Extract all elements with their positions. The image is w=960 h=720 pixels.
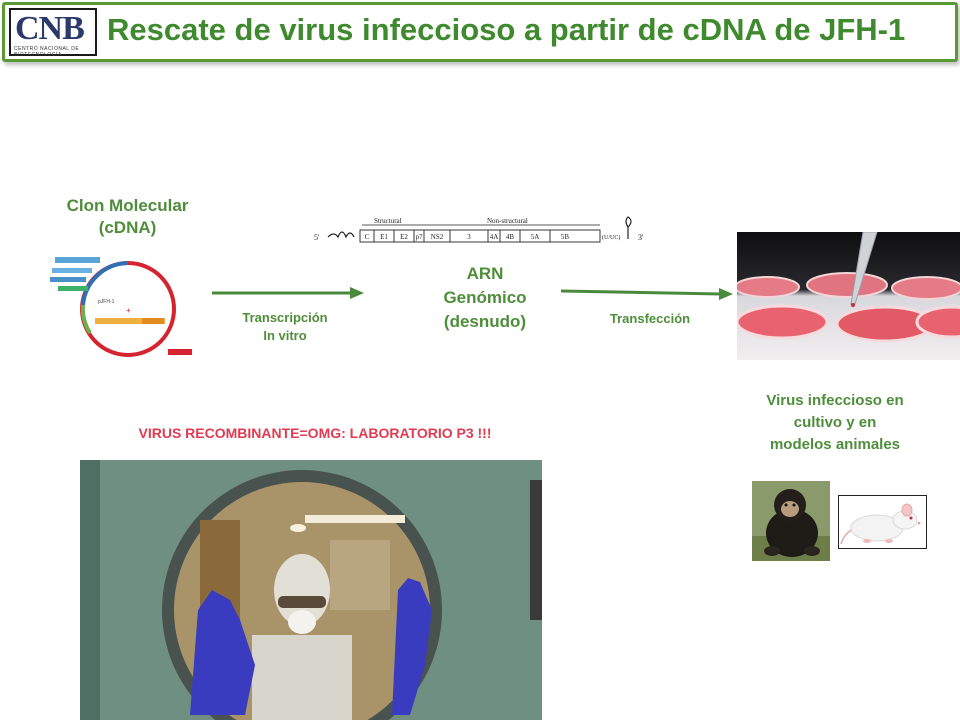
virus-line-1: Virus infeccioso en — [766, 392, 904, 409]
title-bar: CNB CENTRO NACIONAL DE BIOTECNOLOGÍA Res… — [2, 2, 958, 62]
clon-molecular-label: Clon Molecular (cDNA) — [40, 195, 215, 239]
genome-nonstructural-label: Non-structural — [487, 217, 528, 225]
genome-segment-p7: p7 — [416, 233, 424, 241]
slide-title: Rescate de virus infeccioso a partir de … — [107, 12, 906, 47]
clon-line-1: Clon Molecular — [66, 196, 189, 215]
genome-segment-e1: E1 — [380, 233, 388, 241]
genome-segment-ns2: NS2 — [431, 233, 444, 241]
p3-laboratory-photo — [80, 460, 542, 720]
transcripcion-line-2: In vitro — [263, 328, 307, 343]
cnb-logo: CNB CENTRO NACIONAL DE BIOTECNOLOGÍA — [9, 8, 97, 58]
mouse-photo — [838, 495, 927, 549]
genome-structural-label: Structural — [374, 217, 402, 225]
genome-segment-5a: 5A — [531, 233, 540, 241]
genome-three-prime: 3' — [638, 233, 644, 242]
arn-line-3: (desnudo) — [443, 312, 527, 331]
virus-line-2: cultivo y en — [793, 414, 877, 431]
transfeccion-label: Transfección — [609, 311, 691, 326]
svg-text:+: + — [126, 306, 131, 315]
genome-segment-c: C — [365, 233, 370, 241]
arn-line-2: Genómico — [443, 288, 527, 307]
plasmid-map-image: pJFH-1 + — [50, 257, 192, 357]
arn-genomico-label: ARN Genómico (desnudo) — [410, 262, 560, 334]
logo-subtext: CENTRO NACIONAL DE BIOTECNOLOGÍA — [14, 46, 80, 58]
genome-map-image: 5' Structural Non-structural (U/UC) 3' C… — [314, 216, 644, 243]
arrow-transfection — [561, 288, 733, 300]
arn-line-1: ARN — [466, 264, 504, 283]
genome-polyu: (U/UC) — [602, 234, 620, 241]
clon-line-2: (cDNA) — [98, 218, 157, 237]
genome-segment-5b: 5B — [561, 233, 570, 241]
chimpanzee-photo — [752, 481, 830, 561]
logo-text: CNB — [15, 10, 85, 47]
genome-segment-3: 3 — [467, 233, 471, 241]
svg-text:pJFH-1: pJFH-1 — [98, 299, 115, 305]
arrow-transcription — [212, 287, 364, 299]
genome-segment-4b: 4B — [506, 233, 515, 241]
transcripcion-label: Transcripción In vitro — [215, 309, 355, 345]
genome-five-prime: 5' — [314, 233, 320, 242]
genome-segment-e2: E2 — [400, 233, 408, 241]
transcripcion-line-1: Transcripción — [242, 310, 328, 325]
virus-infeccioso-label: Virus infeccioso en cultivo y en modelos… — [740, 390, 930, 456]
genome-segment-4a: 4A — [490, 233, 499, 241]
omg-warning-label: VIRUS RECOMBINANTE=OMG: LABORATORIO P3 !… — [138, 425, 492, 441]
virus-line-3: modelos animales — [769, 436, 901, 453]
petri-dishes-photo — [737, 232, 960, 360]
